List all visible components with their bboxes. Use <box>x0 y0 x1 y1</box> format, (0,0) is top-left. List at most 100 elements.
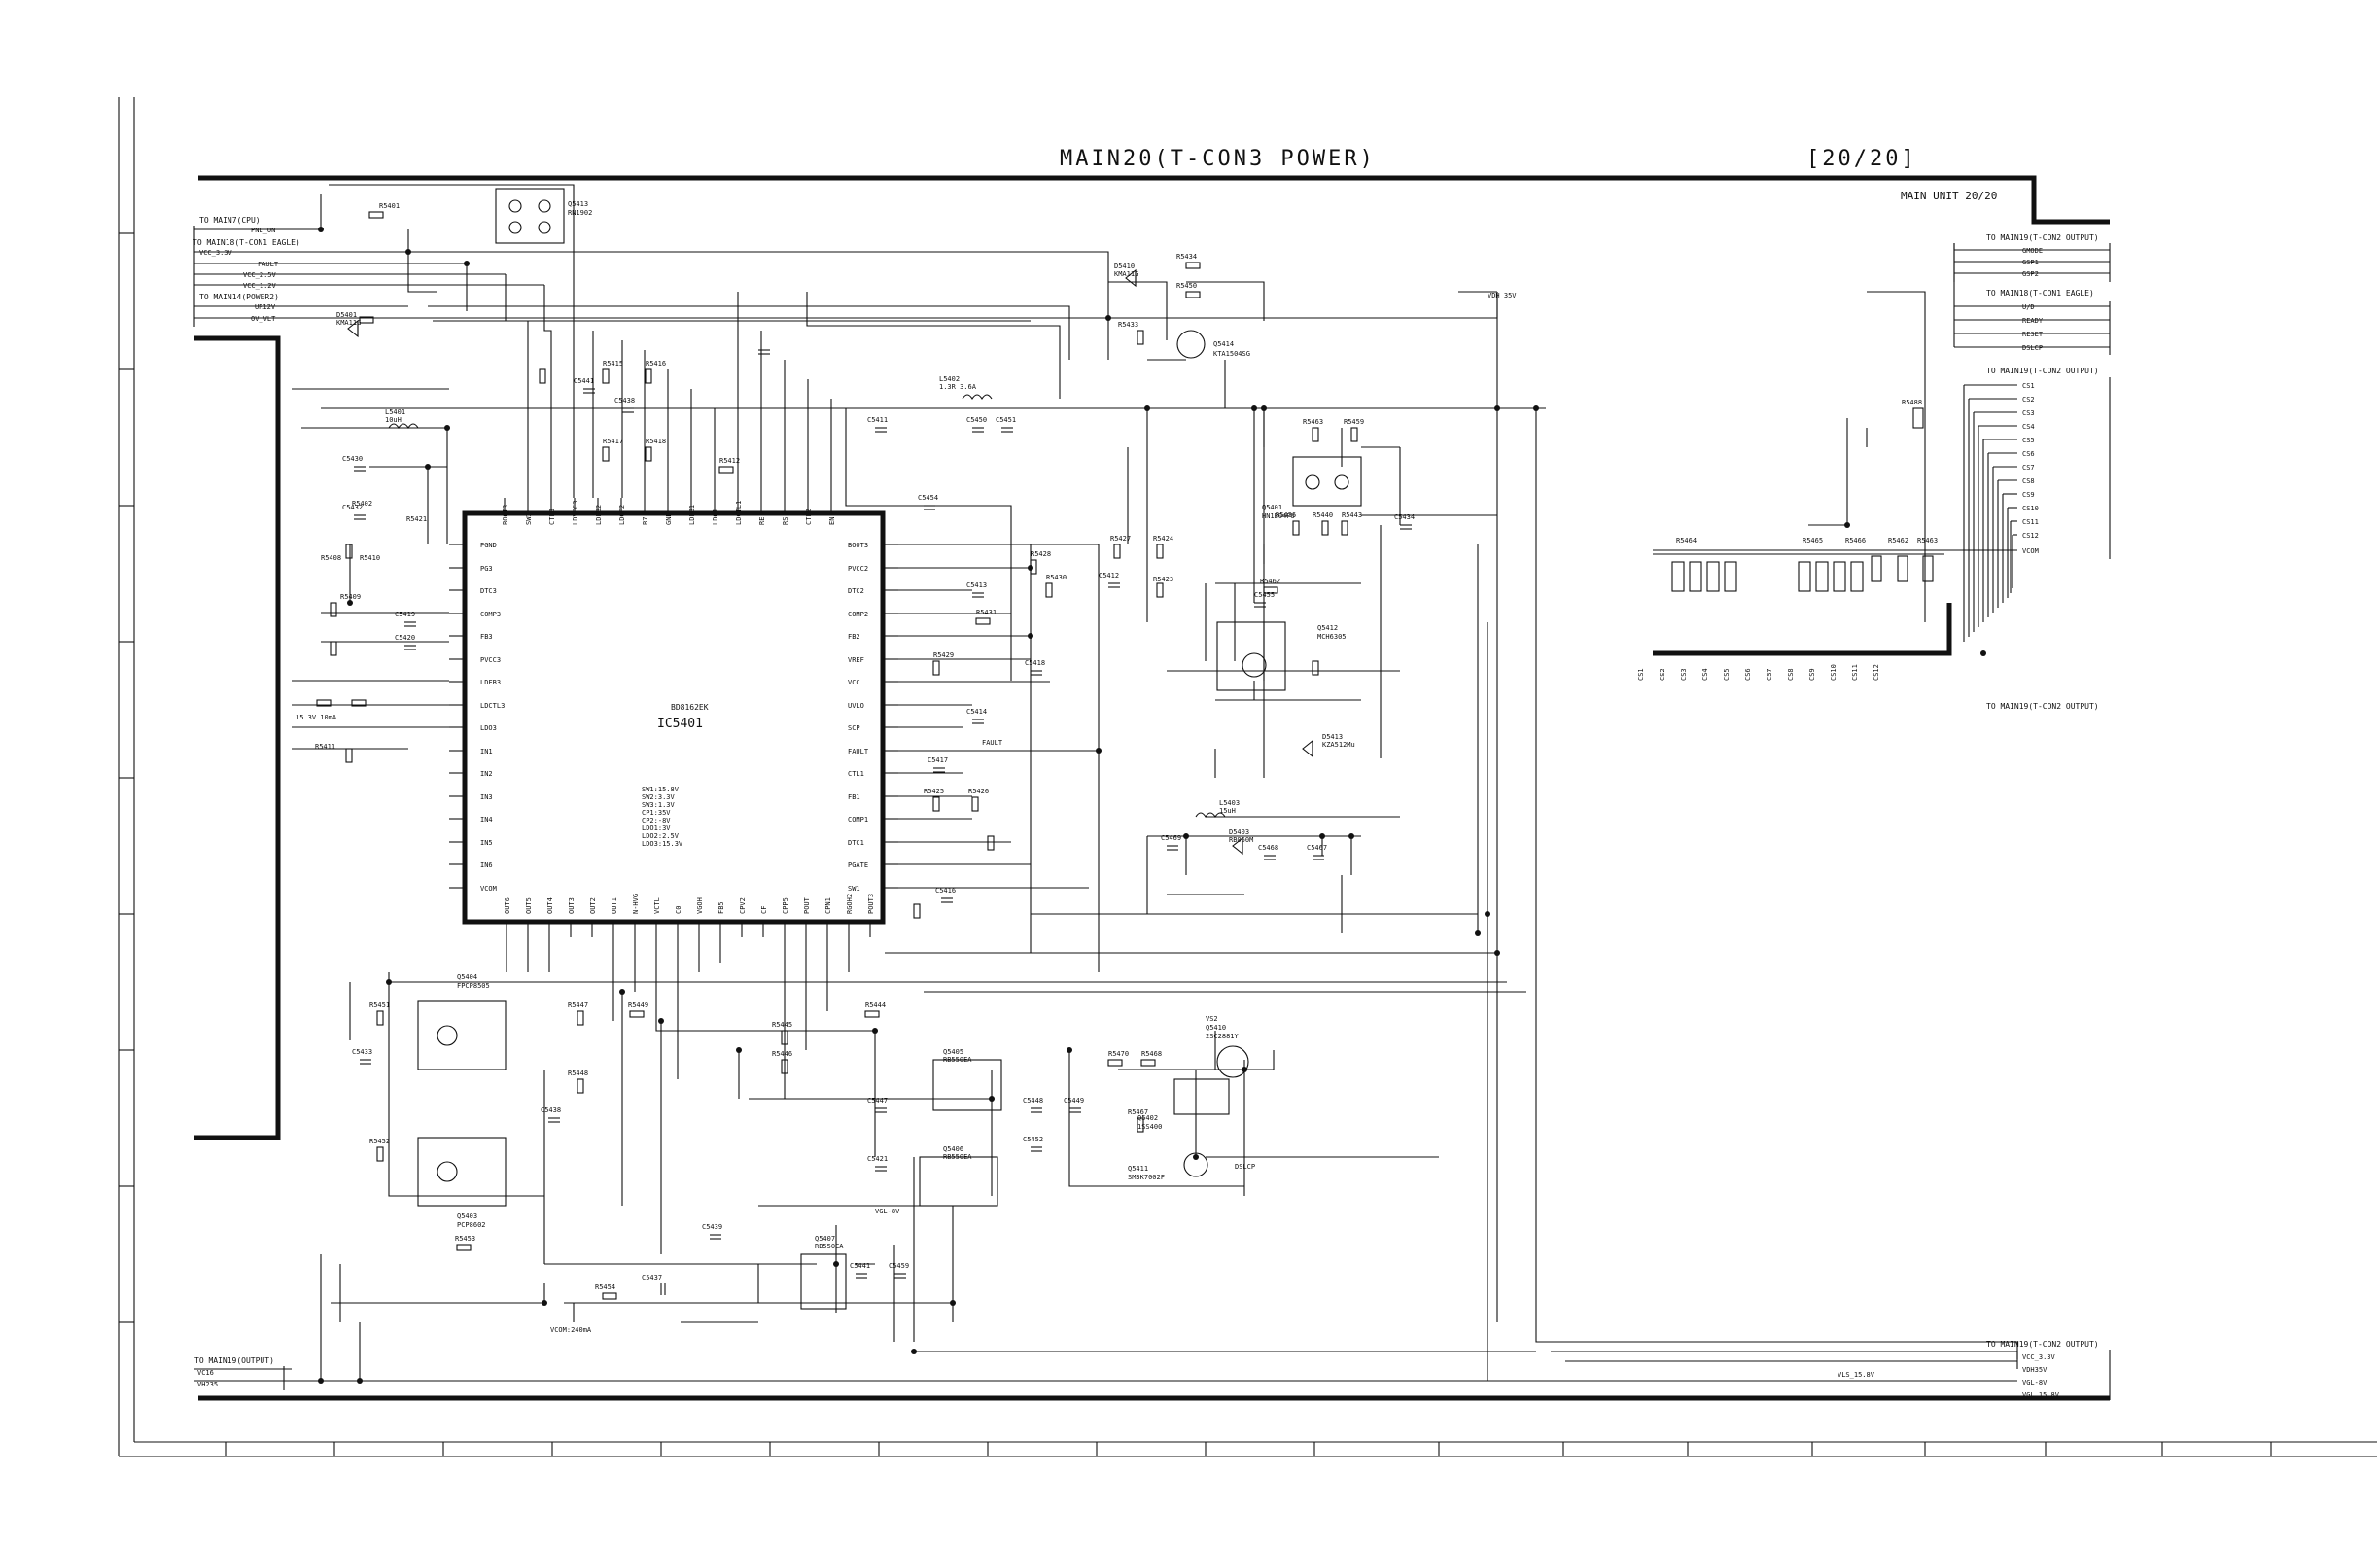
left-connector-block: TO MAIN7(CPU) PNL_ON TO MAIN18(T-CON1 EA… <box>192 216 1108 327</box>
net-label-fault: FAULT <box>982 739 1003 747</box>
svg-text:Q5406: Q5406 <box>943 1145 963 1153</box>
svg-text:R5445: R5445 <box>772 1021 792 1029</box>
svg-text:R5449: R5449 <box>628 1001 648 1009</box>
svg-text:C5468: C5468 <box>1258 844 1278 852</box>
svg-text:SW1:15.8V: SW1:15.8V <box>642 786 680 793</box>
signal-ready: READY <box>2022 317 2044 325</box>
signal-cs5: CS5 <box>2022 437 2035 444</box>
net-label-vdh35v: VDH 35V <box>1488 292 1517 299</box>
signal-vgl-8v: VGL-8V <box>2022 1379 2048 1386</box>
svg-text:C5447: C5447 <box>867 1097 888 1105</box>
sheet-title: MAIN20(T-CON3 POWER) <box>1060 147 1376 171</box>
svg-text:IN3: IN3 <box>480 793 493 801</box>
svg-text:R5410: R5410 <box>360 554 380 562</box>
svg-text:R5446: R5446 <box>772 1050 792 1058</box>
connector-main7-label: TO MAIN7(CPU) <box>199 216 261 225</box>
svg-text:CS7: CS7 <box>1766 668 1773 681</box>
svg-text:R5424: R5424 <box>1153 535 1173 543</box>
svg-text:CS12: CS12 <box>1872 664 1880 681</box>
signal-vcc-3v3-out: VCC_3.3V <box>2022 1353 2056 1361</box>
connector-main19-c-label: TO MAIN19(T-CON2 OUTPUT) <box>1986 702 2099 711</box>
svg-text:R5427: R5427 <box>1110 535 1131 543</box>
svg-text:R5417: R5417 <box>603 438 623 445</box>
svg-text:PVCC3: PVCC3 <box>480 656 501 664</box>
signal-cs10: CS10 <box>2022 505 2039 512</box>
sheet-page-number: [20/20] <box>1806 147 1917 171</box>
svg-text:IN5: IN5 <box>480 839 493 847</box>
l5401-value: 10uH <box>385 416 402 424</box>
svg-text:CS5: CS5 <box>1723 668 1731 681</box>
svg-text:CS3: CS3 <box>1680 668 1688 681</box>
svg-text:R5425: R5425 <box>924 788 944 795</box>
svg-text:VCC: VCC <box>848 679 860 686</box>
svg-text:C5450: C5450 <box>966 416 987 424</box>
svg-text:COMP3: COMP3 <box>480 611 501 618</box>
resistor-array-label-3: R5466 <box>1845 537 1866 544</box>
svg-text:CS2: CS2 <box>1659 668 1666 681</box>
svg-text:R5416: R5416 <box>646 360 666 368</box>
signal-cs8: CS8 <box>2022 477 2035 485</box>
inductor-symbols <box>388 394 1226 819</box>
svg-text:Q5412: Q5412 <box>1317 624 1338 632</box>
svg-text:R5431: R5431 <box>976 609 997 616</box>
signal-vc16: VC16 <box>197 1369 214 1377</box>
svg-text:SM3K7002F: SM3K7002F <box>1128 1174 1165 1181</box>
svg-text:VCTL: VCTL <box>653 897 661 914</box>
svg-text:FB2: FB2 <box>848 633 860 641</box>
svg-text:CP2:-8V: CP2:-8V <box>642 817 671 825</box>
svg-text:R5429: R5429 <box>933 651 954 659</box>
svg-text:C5432: C5432 <box>342 504 363 511</box>
svg-text:LDO3: LDO3 <box>480 724 497 732</box>
svg-text:Q5404: Q5404 <box>457 973 477 981</box>
svg-text:R5418: R5418 <box>646 438 666 445</box>
svg-text:R5463: R5463 <box>1303 418 1323 426</box>
svg-text:LDCTL3: LDCTL3 <box>480 702 505 710</box>
svg-text:Q5401: Q5401 <box>1262 504 1282 511</box>
unit-label: MAIN UNIT 20/20 <box>1901 190 1997 202</box>
svg-text:CP1:35V: CP1:35V <box>642 809 671 817</box>
svg-text:N-HVG: N-HVG <box>632 894 640 914</box>
svg-text:R5462: R5462 <box>1260 578 1280 585</box>
svg-text:C5452: C5452 <box>1023 1136 1043 1143</box>
signal-pnl-on: PNL_ON <box>251 227 275 234</box>
svg-text:PCP8602: PCP8602 <box>457 1221 486 1229</box>
svg-text:R5408: R5408 <box>321 554 341 562</box>
svg-text:C5437: C5437 <box>642 1274 662 1281</box>
svg-text:OUT4: OUT4 <box>546 897 554 914</box>
svg-text:FPCP8505: FPCP8505 <box>457 982 490 990</box>
svg-text:SW2:3.3V: SW2:3.3V <box>642 793 676 801</box>
q5412-symbol: Q5412 MCH6305 <box>1216 621 1347 691</box>
q5410-symbol: VS2 Q5410 2SC2881Y <box>1206 1015 1249 1078</box>
signal-cs6: CS6 <box>2022 450 2035 458</box>
svg-text:R5459: R5459 <box>1344 418 1364 426</box>
signal-cs7: CS7 <box>2022 464 2035 472</box>
svg-text:UVLO: UVLO <box>848 702 864 710</box>
q5414-symbol: Q5414 KTA1504SG <box>1176 330 1250 359</box>
d5413-part: KZA512Mu <box>1322 741 1355 749</box>
svg-text:RB550EA: RB550EA <box>815 1243 844 1250</box>
svg-text:LDCTL1: LDCTL1 <box>735 501 743 525</box>
svg-text:CTL1: CTL1 <box>848 770 864 778</box>
signal-ur12v: UR12V <box>255 303 276 311</box>
signal-ud: U/D <box>2022 303 2035 311</box>
svg-text:C5417: C5417 <box>928 756 948 764</box>
signal-gsp2: GSP2 <box>2022 270 2039 278</box>
signal-cs4: CS4 <box>2022 423 2035 431</box>
signal-cs12: CS12 <box>2022 532 2039 540</box>
svg-text:1SS400: 1SS400 <box>1138 1123 1162 1131</box>
svg-text:IN2: IN2 <box>480 770 493 778</box>
l5402-label: L5402 <box>939 375 960 383</box>
svg-text:DTC1: DTC1 <box>848 839 864 847</box>
svg-text:OUT3: OUT3 <box>568 897 576 914</box>
net-label-vcom-240ma: VCOM:240mA <box>550 1326 592 1334</box>
svg-text:LDOF2: LDOF2 <box>618 505 626 525</box>
svg-text:SW3:1.3V: SW3:1.3V <box>642 801 676 809</box>
svg-text:FB3: FB3 <box>480 633 493 641</box>
svg-text:R5409: R5409 <box>340 593 361 601</box>
svg-text:C5421: C5421 <box>867 1155 888 1163</box>
svg-text:C5420: C5420 <box>395 634 415 642</box>
ic-left-pins: PGND PG3 DTC3 COMP3 FB3 PVCC3 LDFB3 LDCT… <box>480 542 505 893</box>
q5411-symbol: Q5411 SM3K7002F <box>1128 1152 1208 1181</box>
svg-text:R5454: R5454 <box>595 1283 615 1291</box>
ic-reference: IC5401 <box>657 717 703 731</box>
